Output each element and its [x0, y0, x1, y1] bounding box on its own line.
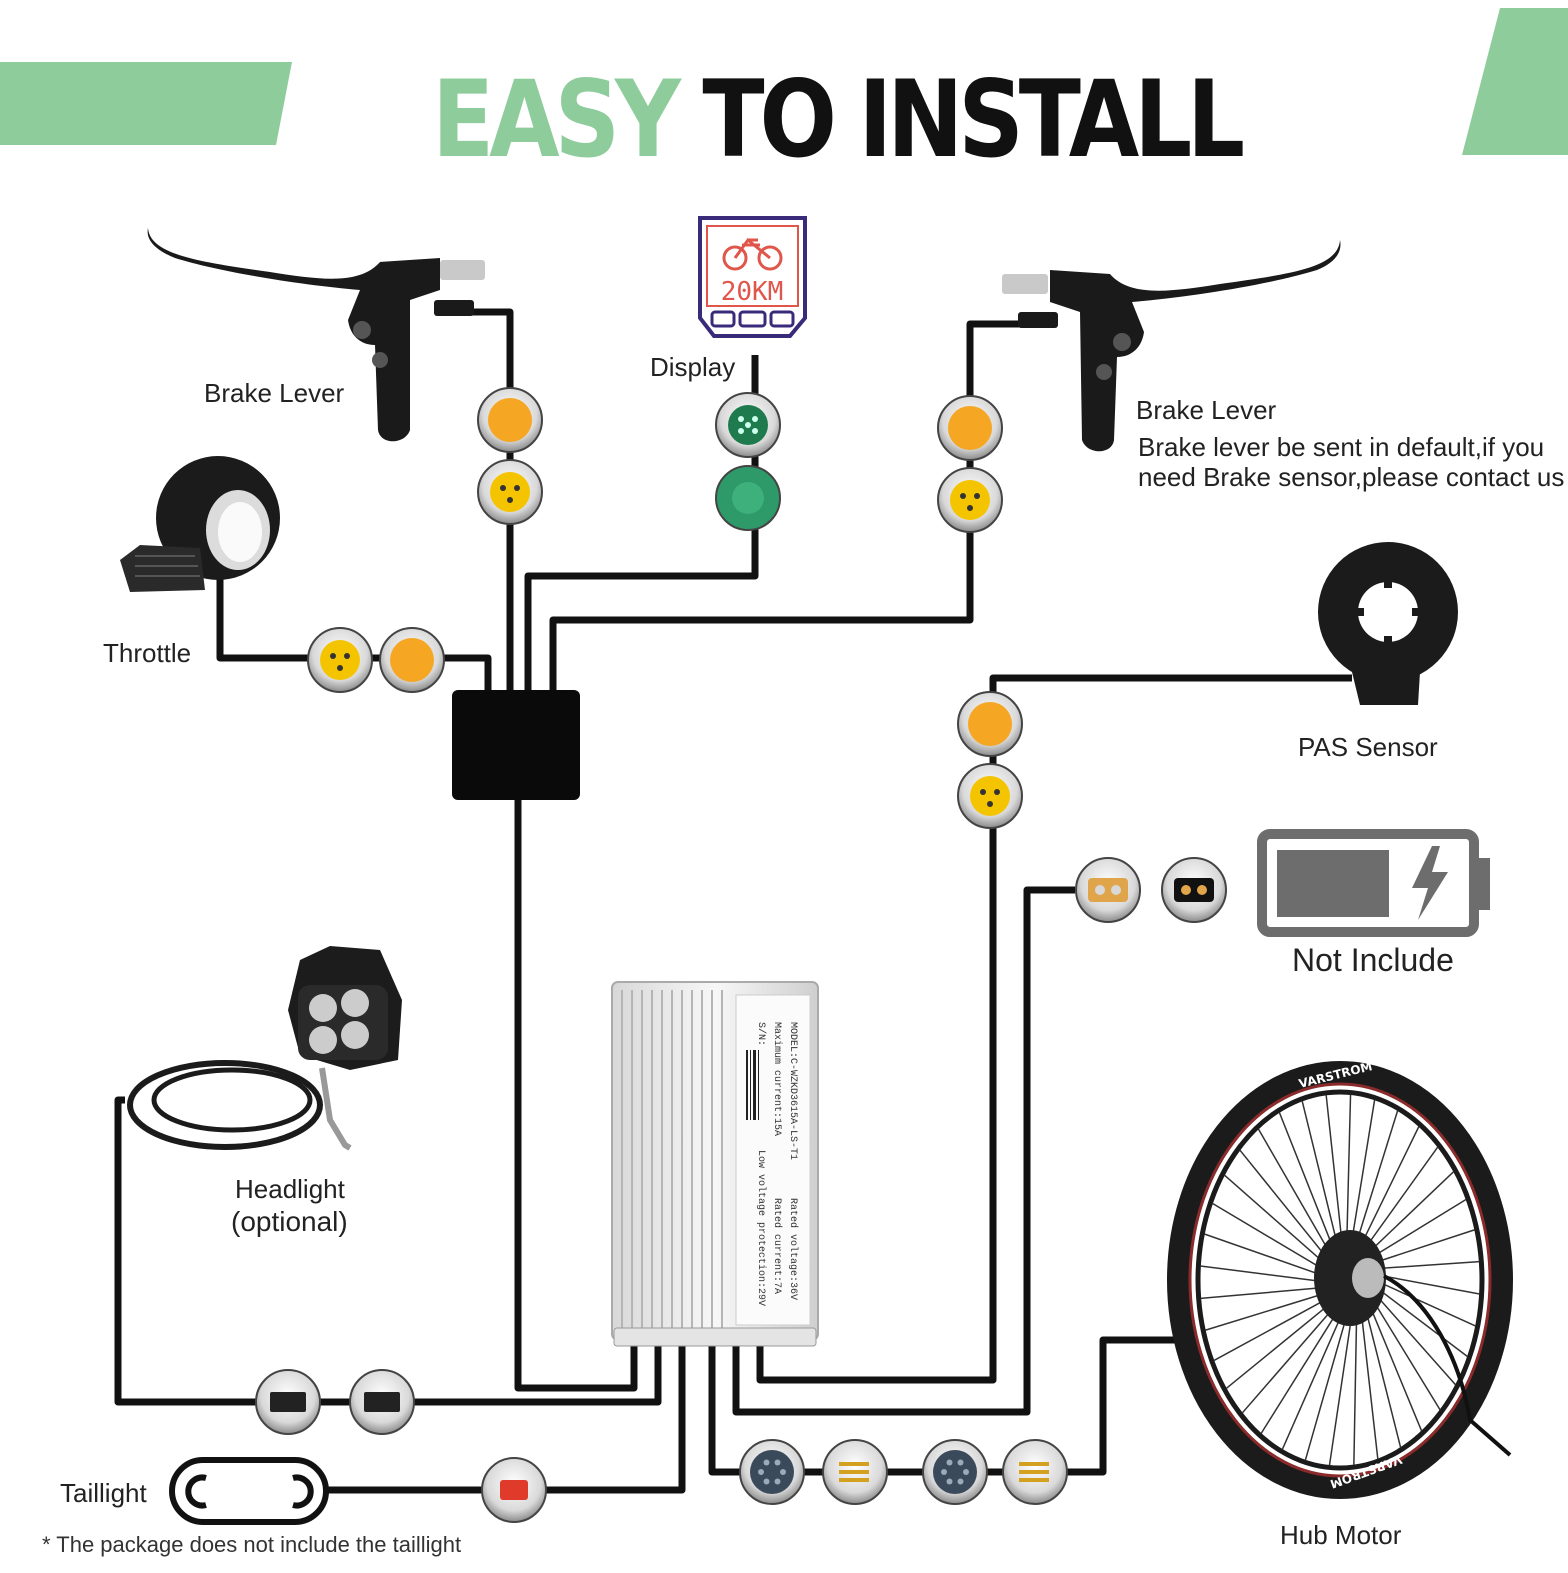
wire-hub-controller	[514, 798, 638, 1392]
display-icon: 20KM	[698, 216, 807, 338]
label-throttle: Throttle	[103, 638, 192, 668]
wire-right-brake	[549, 320, 1020, 692]
orange-connector-icon	[957, 691, 1023, 757]
label-battery: Not Include	[1292, 942, 1454, 978]
taillight-note-text: * The package does not include the taill…	[42, 1532, 462, 1557]
orange-connector-icon	[477, 387, 543, 453]
round-m-connector-icon	[822, 1439, 888, 1505]
round-m-connector-icon	[1002, 1439, 1068, 1505]
round-f-connector-icon	[922, 1439, 988, 1505]
label-pas-sensor: PAS Sensor	[1298, 732, 1438, 762]
header-bar-right	[1462, 8, 1568, 155]
label-brake-note-1: Brake lever be sent in default,if you	[1138, 432, 1545, 462]
wire-headlight	[114, 1096, 662, 1406]
wire-display	[524, 355, 759, 692]
controller-model: MODEL:C-WZKD3615A-LS-T1	[787, 1022, 798, 1161]
jst-connector-icon	[349, 1369, 415, 1435]
wire-left-brake	[470, 308, 514, 692]
display-screen-text: 20KM	[721, 277, 784, 307]
battery-icon	[1257, 829, 1490, 937]
pas-sensor-icon	[1318, 542, 1458, 705]
header-bar-left	[0, 62, 292, 145]
yellow3-connector-icon	[937, 467, 1003, 533]
round-f-connector-icon	[739, 1439, 805, 1505]
controller-rated-current: Rated current:7A	[771, 1198, 782, 1295]
green-f-connector-icon	[715, 392, 781, 458]
controller-low-voltage: Low voltage protection:29V	[755, 1150, 766, 1307]
controller-icon	[611, 981, 819, 1347]
hub-motor-icon: VARSTROM VARSTROM	[1167, 1059, 1513, 1499]
controller-rated-voltage: Rated voltage:36V	[787, 1198, 798, 1301]
wire-pas	[756, 674, 1352, 1384]
yellow3-connector-icon	[957, 763, 1023, 829]
wire-taillight	[328, 1345, 686, 1494]
connectors	[255, 387, 1227, 1523]
taillight-icon	[169, 1457, 329, 1525]
label-headlight-optional: (optional)	[231, 1206, 348, 1237]
title-part2: TO INSTALL	[702, 58, 1245, 181]
label-hub-motor: Hub Motor	[1280, 1520, 1402, 1550]
junction-hub	[452, 690, 580, 800]
taillight-note: * The package does not include the taill…	[42, 1532, 461, 1558]
label-brake-note-2: need Brake sensor,please contact us	[1138, 462, 1565, 492]
yellow3-connector-icon	[477, 459, 543, 525]
wire-motor	[708, 1336, 1180, 1476]
label-brake-lever-left: Brake Lever	[204, 378, 345, 408]
orange-connector-icon	[379, 627, 445, 693]
orange-connector-icon	[937, 395, 1003, 461]
brake-lever-left-icon	[147, 228, 485, 442]
wires	[114, 308, 1352, 1494]
xt-m-connector-icon	[1075, 857, 1141, 923]
jst-connector-icon	[255, 1369, 321, 1435]
label-display: Display	[650, 352, 736, 382]
label-headlight: Headlight	[235, 1174, 345, 1204]
headlight-icon	[127, 946, 402, 1151]
controller-sn: S/N:	[755, 1022, 766, 1047]
green-m-connector-icon	[715, 465, 781, 531]
title-part1: EASY	[432, 58, 681, 181]
throttle-icon	[120, 456, 280, 592]
controller-max-current: Maximum current:15A	[771, 1022, 782, 1137]
brake-lever-right-icon	[1002, 240, 1341, 452]
yellow3-connector-icon	[307, 627, 373, 693]
page-title: EASY TO INSTALL	[432, 58, 1245, 181]
xt-f-connector-icon	[1161, 857, 1227, 923]
label-brake-lever-right: Brake Lever	[1136, 395, 1277, 425]
wire-battery	[732, 886, 1075, 1416]
red-connector-icon	[481, 1457, 547, 1523]
label-taillight: Taillight	[60, 1478, 147, 1508]
